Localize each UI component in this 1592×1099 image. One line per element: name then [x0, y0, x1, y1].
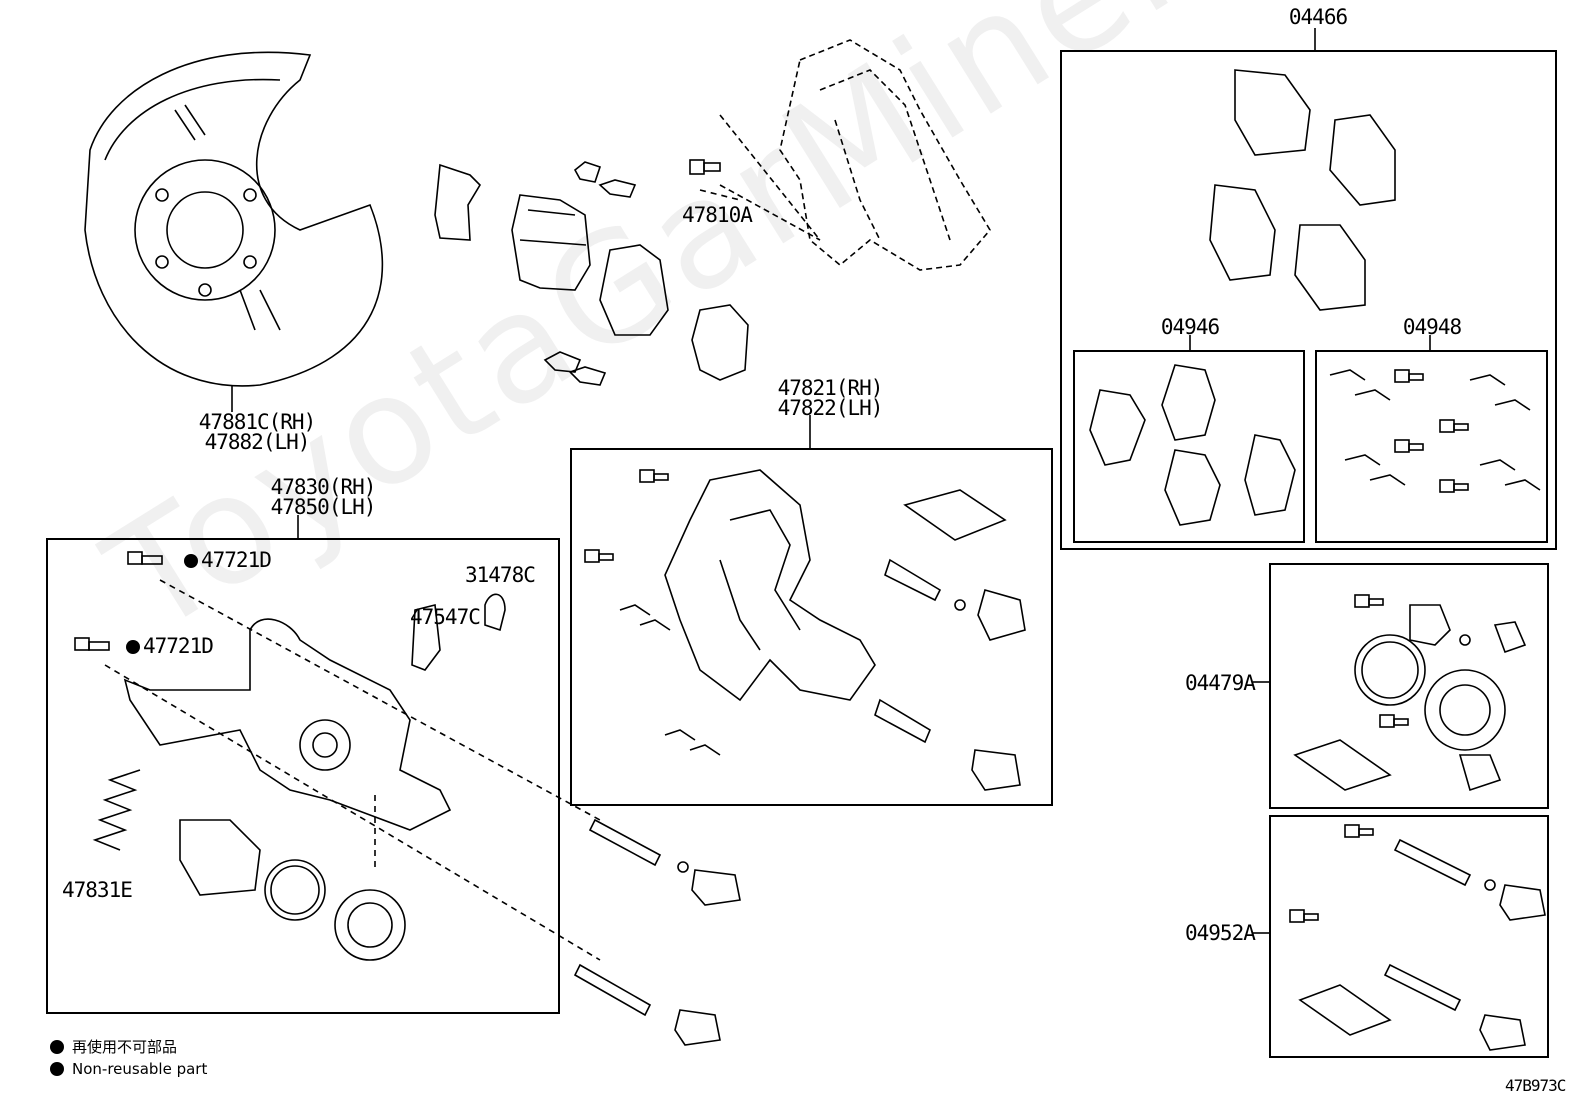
fitting-kit-box: [1315, 350, 1548, 543]
shim-kit-box: [1073, 350, 1305, 543]
caliper-drawing: [74, 551, 601, 961]
legend-dot: [50, 1039, 64, 1054]
caliper-bolt-drawing: [689, 159, 721, 175]
cylinder-kit-label[interactable]: 04479A: [1185, 671, 1256, 695]
mount-bracket-label-rh[interactable]: 47821(RH): [777, 376, 884, 400]
dashed-bracket-drawing: [719, 39, 991, 271]
guide-pins-drawing: [573, 818, 741, 1046]
shim-kit-drawing: [1089, 364, 1296, 526]
caliper-bolt-label[interactable]: 47810A: [682, 203, 753, 227]
bolt-label-2[interactable]: 47721D: [126, 634, 214, 658]
cap-label[interactable]: 31478C: [465, 563, 536, 587]
slide-kit-box: [1269, 815, 1549, 1058]
caliper-assy-label-rh[interactable]: 47830(RH): [270, 475, 377, 499]
cylinder-kit-drawing: [1293, 594, 1527, 792]
diagram-code: 47B973C: [1505, 1076, 1566, 1095]
cylinder-kit-box: [1269, 563, 1549, 809]
non-reusable-dot: [126, 639, 140, 654]
mount-bracket-drawing: [584, 469, 1026, 791]
upper-pads-drawing: [434, 161, 749, 386]
fitting-kit-drawing: [1329, 369, 1541, 493]
caliper-assy-box: [46, 538, 560, 1014]
slide-kit-label[interactable]: 04952A: [1185, 921, 1256, 945]
pad-kit-box: [1060, 50, 1557, 550]
bolt-label-2-text: 47721D: [143, 634, 214, 658]
legend-en: Non-reusable part: [50, 1060, 207, 1078]
fitting-kit-label[interactable]: 04948: [1402, 315, 1462, 339]
pad-kit-label[interactable]: 04466: [1288, 5, 1348, 29]
non-reusable-dot: [184, 553, 198, 568]
pad-kit-drawing: [1209, 69, 1396, 311]
bolt-label-1[interactable]: 47721D: [184, 548, 272, 572]
shim-kit-label[interactable]: 04946: [1160, 315, 1220, 339]
legend-dot: [50, 1062, 64, 1076]
shield-label-rh[interactable]: 47881C(RH): [198, 410, 316, 434]
mount-bracket-label-lh[interactable]: 47822(LH): [777, 396, 884, 420]
caliper-assy-label-lh[interactable]: 47850(LH): [270, 495, 377, 519]
legend-en-text: Non-reusable part: [72, 1060, 208, 1078]
shield-label-lh[interactable]: 47882(LH): [204, 430, 311, 454]
slide-kit-drawing: [1289, 824, 1546, 1051]
legend-jp: 再使用不可部品: [50, 1036, 177, 1057]
legend-jp-text: 再使用不可部品: [72, 1038, 178, 1056]
bolt-label-1-text: 47721D: [201, 548, 272, 572]
mount-bracket-box: [570, 448, 1053, 806]
bleeder-label[interactable]: 47547C: [410, 605, 481, 629]
spring-label[interactable]: 47831E: [62, 878, 133, 902]
dust-shield-drawing: [84, 51, 384, 387]
